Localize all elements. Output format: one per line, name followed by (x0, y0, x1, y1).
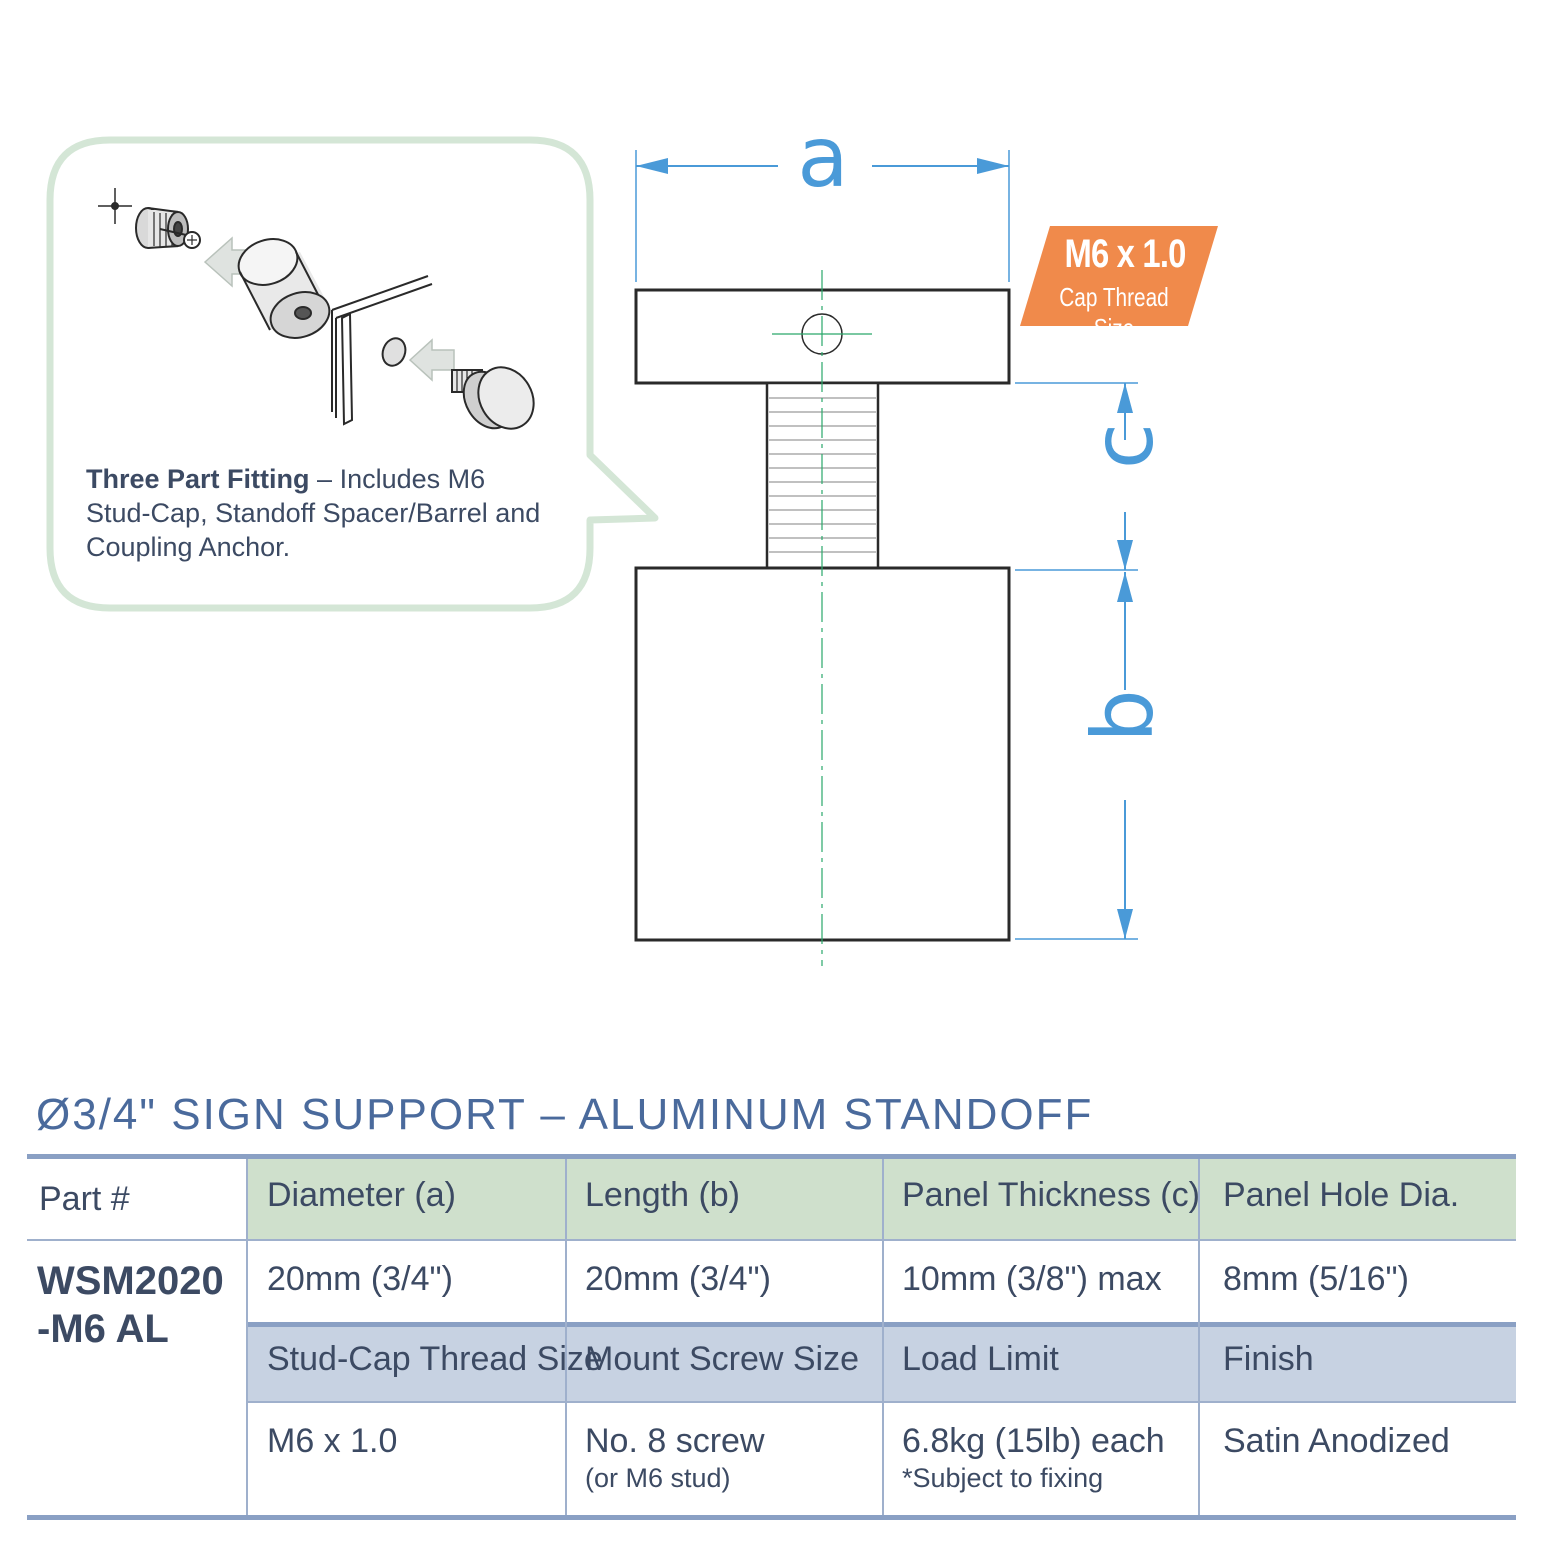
value-load-limit-note: *Subject to fixing (902, 1463, 1104, 1493)
value-finish: Satin Anodized (1223, 1422, 1450, 1460)
thread-badge-label: Cap Thread Size (1059, 282, 1169, 343)
col-divider-2 (882, 1159, 884, 1515)
header-diameter: Diameter (a) (267, 1176, 456, 1214)
header-panel-hole: Panel Hole Dia. (1223, 1176, 1460, 1214)
panel-part (331, 275, 433, 426)
dimension-c (1015, 382, 1138, 571)
dimension-b (1015, 572, 1138, 940)
thread-badge-value: M6 x 1.0 (1064, 232, 1186, 276)
part-number-line2: -M6 AL (37, 1307, 169, 1351)
stud-cap-part (451, 366, 535, 430)
value-length: 20mm (3/4") (585, 1260, 771, 1298)
callout-body: Includes M6 Stud-Cap, Standoff Spacer/Ba… (86, 464, 541, 562)
table-top-rule (27, 1154, 1516, 1159)
callout-bubble (46, 136, 659, 612)
header-load-limit: Load Limit (902, 1340, 1059, 1378)
table-bottom-rule (27, 1515, 1516, 1520)
centerline (772, 270, 872, 966)
value-panel-thickness: 10mm (3/8") max (902, 1260, 1162, 1298)
mount-screw-part (159, 228, 201, 249)
value-mount-screw-note: (or M6 stud) (585, 1463, 731, 1493)
value-diameter: 20mm (3/4") (267, 1260, 453, 1298)
callout-title: Three Part Fitting (86, 464, 310, 494)
col-divider-1 (565, 1159, 567, 1515)
value-load-limit: 6.8kg (15lb) each *Subject to fixing (902, 1422, 1165, 1494)
dimension-b-label: b (1074, 689, 1172, 742)
col-divider-0 (246, 1159, 248, 1515)
header-stud-cap-thread: Stud-Cap Thread Size (267, 1340, 603, 1378)
standoff-barrel-part (237, 238, 331, 339)
thread-badge-shape (1020, 226, 1218, 326)
part-header: Part # (39, 1180, 130, 1218)
callout-description: Three Part Fitting – Includes M6 Stud-Ca… (86, 462, 556, 564)
part-number-line1: WSM2020 (37, 1259, 224, 1303)
spec-title: Ø3/4" SIGN SUPPORT – ALUMINUM STANDOFF (36, 1090, 1094, 1139)
value-mount-screw: No. 8 screw (or M6 stud) (585, 1422, 765, 1494)
value-panel-hole: 8mm (5/16") (1223, 1260, 1409, 1298)
callout-dash: – (317, 464, 333, 494)
header-length: Length (b) (585, 1176, 740, 1214)
coupling-anchor-part (135, 207, 189, 249)
standoff-diagram: a c b (46, 108, 1218, 966)
header-finish: Finish (1223, 1340, 1314, 1378)
value-load-limit-main: 6.8kg (15lb) each (902, 1422, 1165, 1460)
dimension-a (635, 150, 1010, 282)
assembly-illustration (98, 188, 535, 430)
dimension-c-label: c (1074, 423, 1172, 469)
col-divider-3 (1198, 1159, 1200, 1515)
header-panel-thickness: Panel Thickness (c) (902, 1176, 1200, 1214)
header-divider-1 (27, 1239, 1516, 1241)
value-mount-screw-main: No. 8 screw (585, 1422, 765, 1460)
value-stud-cap-thread: M6 x 1.0 (267, 1422, 398, 1460)
dimension-a-label: a (797, 108, 848, 206)
header-mount-screw: Mount Screw Size (585, 1340, 859, 1378)
